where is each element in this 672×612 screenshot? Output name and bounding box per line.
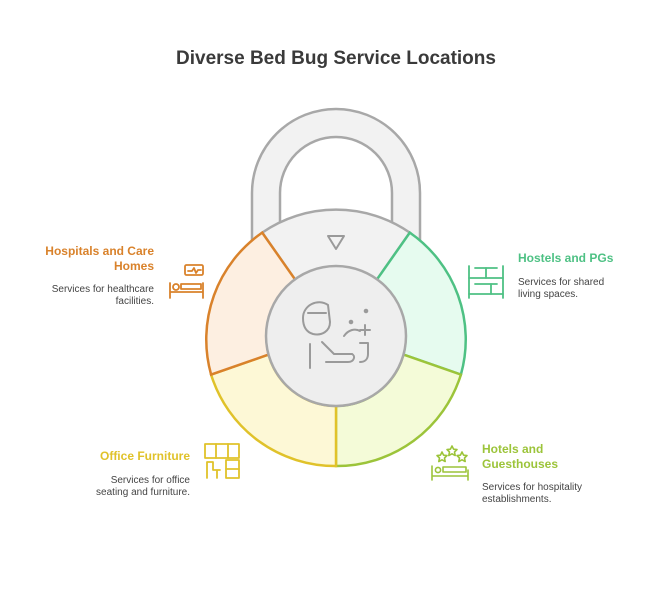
hotels-description: Services for hospitality establishments. (482, 482, 632, 506)
hospitals-desc-line2: facilities. (115, 296, 154, 307)
hostels-label: Hostels and PGs (518, 251, 614, 265)
office-desc-line1: Services for office (110, 475, 190, 486)
office-label: Office Furniture (99, 449, 190, 463)
padlock-center (264, 264, 408, 408)
hostels-desc-line2: living spaces. (518, 289, 579, 300)
hotels-label-line1: Hotels and (482, 442, 544, 456)
keyhole-triangle-icon (327, 235, 345, 250)
office-furniture-icon (204, 443, 240, 479)
hospitals-label-line2: Homes (113, 259, 154, 273)
page-title: Diverse Bed Bug Service Locations (176, 48, 496, 69)
padlock-shackle (250, 107, 422, 246)
hotels-desc-line2: establishments. (482, 494, 552, 505)
hospital-bed-icon (169, 264, 204, 299)
hotels-label-line2: Guesthouses (482, 457, 559, 471)
hospitals-description: Services for healthcare facilities. (20, 284, 154, 308)
hostels-desc-line1: Services for shared (518, 277, 605, 288)
pest-control-worker-icon (302, 301, 371, 369)
hospitals-desc-line1: Services for healthcare (51, 284, 154, 295)
bunk-bed-icon (468, 265, 504, 299)
hospitals-label: Hospitals and Care Homes (20, 244, 154, 274)
hotels-desc-line1: Services for hospitality (482, 482, 583, 493)
hospitals-label-line1: Hospitals and Care (45, 244, 154, 258)
hotels-label: Hotels and Guesthouses (482, 442, 632, 472)
hostels-description: Services for shared living spaces. (518, 277, 658, 301)
office-desc-line2: seating and furniture. (96, 487, 190, 498)
hotel-stars-bed-icon (431, 445, 469, 481)
office-description: Services for office seating and furnitur… (40, 475, 190, 499)
